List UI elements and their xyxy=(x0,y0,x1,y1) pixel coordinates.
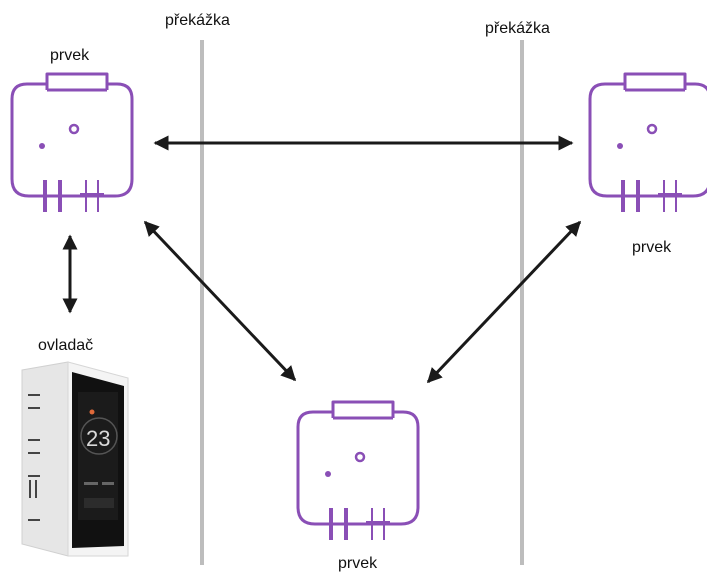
arrow-top-left-to-bottom xyxy=(143,220,297,382)
barrier-right-label: překážka xyxy=(485,20,550,37)
device-top-left-label: prvek xyxy=(50,47,90,64)
controller-label: ovladač xyxy=(38,337,93,354)
thermostat-controller-icon: 23 xyxy=(21,361,129,557)
device-right-label: prvek xyxy=(632,239,672,256)
controller-temp-display: 23 xyxy=(86,426,110,451)
smart-module-icon-top-left xyxy=(10,72,134,214)
smart-module-icon-right xyxy=(588,72,707,214)
device-bottom-label: prvek xyxy=(338,555,378,572)
arrow-right-to-bottom xyxy=(426,220,582,384)
barrier-left-label: překážka xyxy=(165,12,230,29)
smart-module-icon-bottom xyxy=(296,400,420,542)
